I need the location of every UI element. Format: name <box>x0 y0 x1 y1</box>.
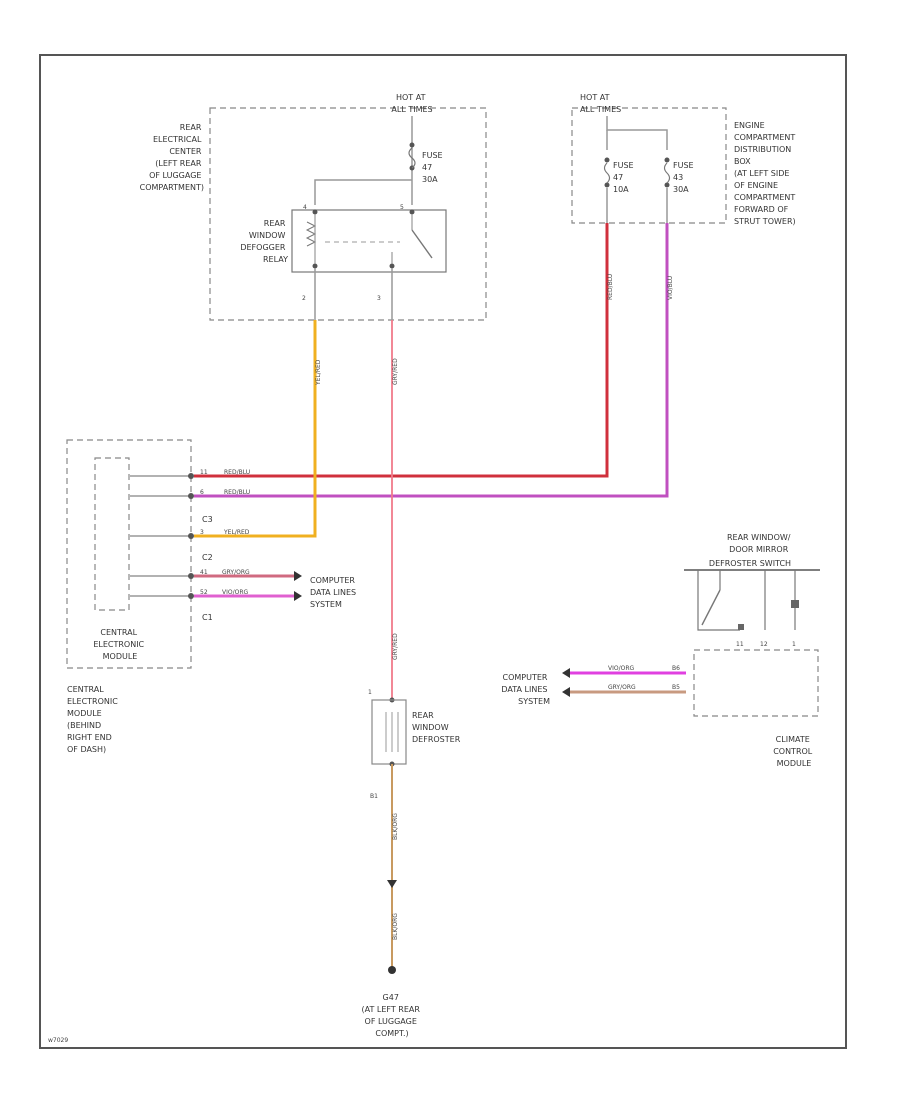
ground-connector-arrow <box>387 880 397 888</box>
cem-wire-label-5: VIO/ORG <box>222 589 249 596</box>
relay-coil-feed-wire <box>314 179 412 205</box>
engine-distribution-box <box>571 107 727 224</box>
defogger-relay-label: REAR WINDOW DEFOGGER RELAY <box>240 219 288 264</box>
cem-data-arrow-2 <box>294 591 302 601</box>
switch-indicator-lamp <box>791 600 799 608</box>
computer-data-lines-left: COMPUTER DATA LINES SYSTEM <box>310 576 359 609</box>
rear-electrical-center-box <box>209 107 487 321</box>
yel-red-wire <box>194 320 317 538</box>
fuse-b-symbol <box>663 162 671 184</box>
ground-label: G47 (AT LEFT REAR OF LUGGAGE COMPT.) <box>362 993 423 1038</box>
cem-pin-5: 52 <box>200 589 208 596</box>
engine-bus-wire <box>606 116 668 150</box>
climate-control-module-label: CLIMATE CONTROL MODULE <box>773 735 815 768</box>
ccm-pin-b5: B5 <box>672 684 680 691</box>
red-blu-wire <box>194 223 609 478</box>
cem-pin-marker-4 <box>188 573 194 579</box>
cem-connector-c1: C1 <box>202 613 213 622</box>
rear-electrical-center-label: REAR ELECTRICAL CENTER (LEFT REAR OF LUG… <box>140 123 204 192</box>
cem-pin-1: 11 <box>200 469 208 476</box>
relay-pin-3-terminal <box>389 263 395 269</box>
fuse-a-terminal-top <box>604 157 610 163</box>
cem-pin-marker-2 <box>188 493 194 499</box>
yel-wire-label: YEL/RED <box>315 359 322 386</box>
ground-wire-label-lower: BLK/ORG <box>392 913 399 940</box>
cem-data-arrow-1 <box>294 571 302 581</box>
cem-location-label: CENTRAL ELECTRONIC MODULE (BEHIND RIGHT … <box>67 685 120 754</box>
fuse-a-symbol <box>603 162 611 184</box>
switch-pin-block <box>738 624 744 630</box>
switch-pin-12: 12 <box>760 641 768 648</box>
switch-contact <box>701 589 721 626</box>
cem-outer-box <box>66 439 192 669</box>
cem-inner-box <box>94 457 130 611</box>
fuse-b-terminal-bottom <box>664 182 670 188</box>
relay-pin-4: 4 <box>303 204 307 211</box>
cem-wire-label-4: GRY/ORG <box>222 569 250 576</box>
cem-wire-label-1: RED/BLU <box>224 469 250 476</box>
ccm-wire-label-1: VIO/ORG <box>608 665 635 672</box>
ccm-wire-label-2: GRY/ORG <box>608 684 636 691</box>
ccm-data-arrow-2 <box>562 687 570 697</box>
fuse-47-10a-label: FUSE 47 10A <box>613 161 636 194</box>
red-wire-label: RED/BLU <box>607 274 614 300</box>
hot-at-all-times-engine: HOT AT ALL TIMES <box>580 93 621 114</box>
cem-connector-c2: C2 <box>202 553 213 562</box>
relay-pin-2-terminal <box>312 263 318 269</box>
ground-wire-label-upper: BLK/ORG <box>392 813 399 840</box>
gry-red-wire-label-upper: GRY/RED <box>392 358 399 385</box>
diagram-frame <box>39 54 847 1049</box>
fuse-terminal-top <box>409 142 415 148</box>
vio-blu-wire <box>194 223 669 498</box>
diagram-id: w7029 <box>48 1037 68 1044</box>
computer-data-lines-right: COMPUTER DATA LINES SYSTEM <box>501 673 550 706</box>
relay-pin-4-terminal <box>312 209 318 215</box>
fuse-47-symbol <box>408 147 416 169</box>
relay-pin-5-terminal <box>409 209 415 215</box>
fuse-47-30a-label: FUSE 47 30A <box>422 151 445 184</box>
defroster-pin-1: 1 <box>368 689 372 696</box>
hot-at-all-times-relay: HOT AT ALL TIMES <box>391 93 432 114</box>
fuse-b-terminal-top <box>664 157 670 163</box>
violet-wire-label: VIO/BLU <box>667 276 674 300</box>
fuse-43-30a-label: FUSE 43 30A <box>673 161 696 194</box>
cem-pin-3: 3 <box>200 529 204 536</box>
cem-pin-marker-5 <box>188 593 194 599</box>
cem-pin-marker-3 <box>188 533 194 539</box>
fuse-a-terminal-bottom <box>604 182 610 188</box>
cem-pin-2: 6 <box>200 489 204 496</box>
relay-coil-symbol <box>305 221 317 247</box>
defroster-pin-b1: B1 <box>370 793 378 800</box>
relay-contact-arm <box>411 229 433 259</box>
ccm-pin-b6: B6 <box>672 665 680 672</box>
defroster-box <box>371 699 407 765</box>
cem-wire-label-3: YEL/RED <box>223 529 250 536</box>
defroster-switch-label: REAR WINDOW/ DOOR MIRROR DEFROSTER SWITC… <box>709 533 793 568</box>
gry-red-wire-label-lower: GRY/RED <box>392 633 399 660</box>
switch-left-leg <box>697 570 740 631</box>
cem-inner-label: CENTRAL ELECTRONIC MODULE <box>93 628 146 661</box>
cem-wire-label-2: RED/BLU <box>224 489 250 496</box>
ground-point <box>388 966 396 974</box>
defroster-label: REAR WINDOW DEFROSTER <box>412 711 461 744</box>
climate-control-module-box <box>693 649 819 717</box>
ccm-data-arrow-1 <box>562 668 570 678</box>
relay-pin-3: 3 <box>377 295 381 302</box>
relay-pin-5: 5 <box>400 204 404 211</box>
relay-pin-2: 2 <box>302 295 306 302</box>
defogger-relay-box <box>291 209 447 273</box>
cem-pin-4: 41 <box>200 569 208 576</box>
switch-pin-11: 11 <box>736 641 744 648</box>
switch-pin-1: 1 <box>792 641 796 648</box>
engine-box-label: ENGINE COMPARTMENT DISTRIBUTION BOX (AT … <box>734 121 798 226</box>
cem-pin-marker-1 <box>188 473 194 479</box>
cem-connector-c3: C3 <box>202 515 213 524</box>
